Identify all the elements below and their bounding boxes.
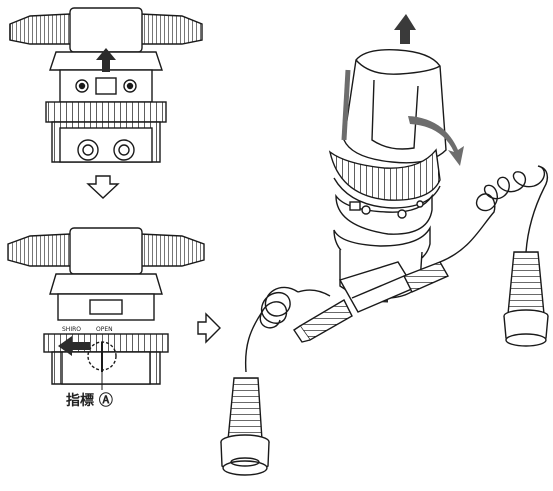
pull-off-arrow [394, 14, 416, 44]
lock-ring [45, 101, 167, 123]
tiny-label-open: OPEN [96, 326, 113, 333]
right-end-connector [503, 251, 549, 347]
mechanism-ring [335, 193, 433, 235]
left-cable-boot-2 [7, 233, 73, 267]
push-up-arrow [96, 48, 116, 72]
connector-head [69, 7, 143, 53]
latch [95, 77, 117, 95]
step-down-arrow [86, 175, 120, 199]
latch-2 [89, 299, 123, 315]
connector-head-2 [69, 227, 143, 275]
left-coiled-cord [259, 286, 299, 329]
left-lead [293, 299, 353, 343]
left-end-connector [220, 377, 270, 476]
tiny-label-shiro: SHIRO [62, 326, 81, 333]
step-1-panel [9, 7, 203, 163]
plug-block [338, 261, 449, 313]
right-coiled-cord [439, 165, 545, 263]
connector-cap [341, 49, 447, 164]
rotate-left-arrow [58, 336, 90, 356]
collar-2 [49, 273, 163, 295]
twist-arrow [408, 116, 464, 166]
left-cable-boot [9, 13, 73, 45]
step-3-panel [220, 14, 549, 476]
step-2-panel: SHIRO OPEN [7, 227, 205, 390]
indicator-label: 指標 Ⓐ [66, 392, 113, 409]
step-right-arrow [197, 312, 221, 344]
right-cable-boot-2 [139, 233, 205, 267]
right-cable-boot [139, 13, 203, 45]
